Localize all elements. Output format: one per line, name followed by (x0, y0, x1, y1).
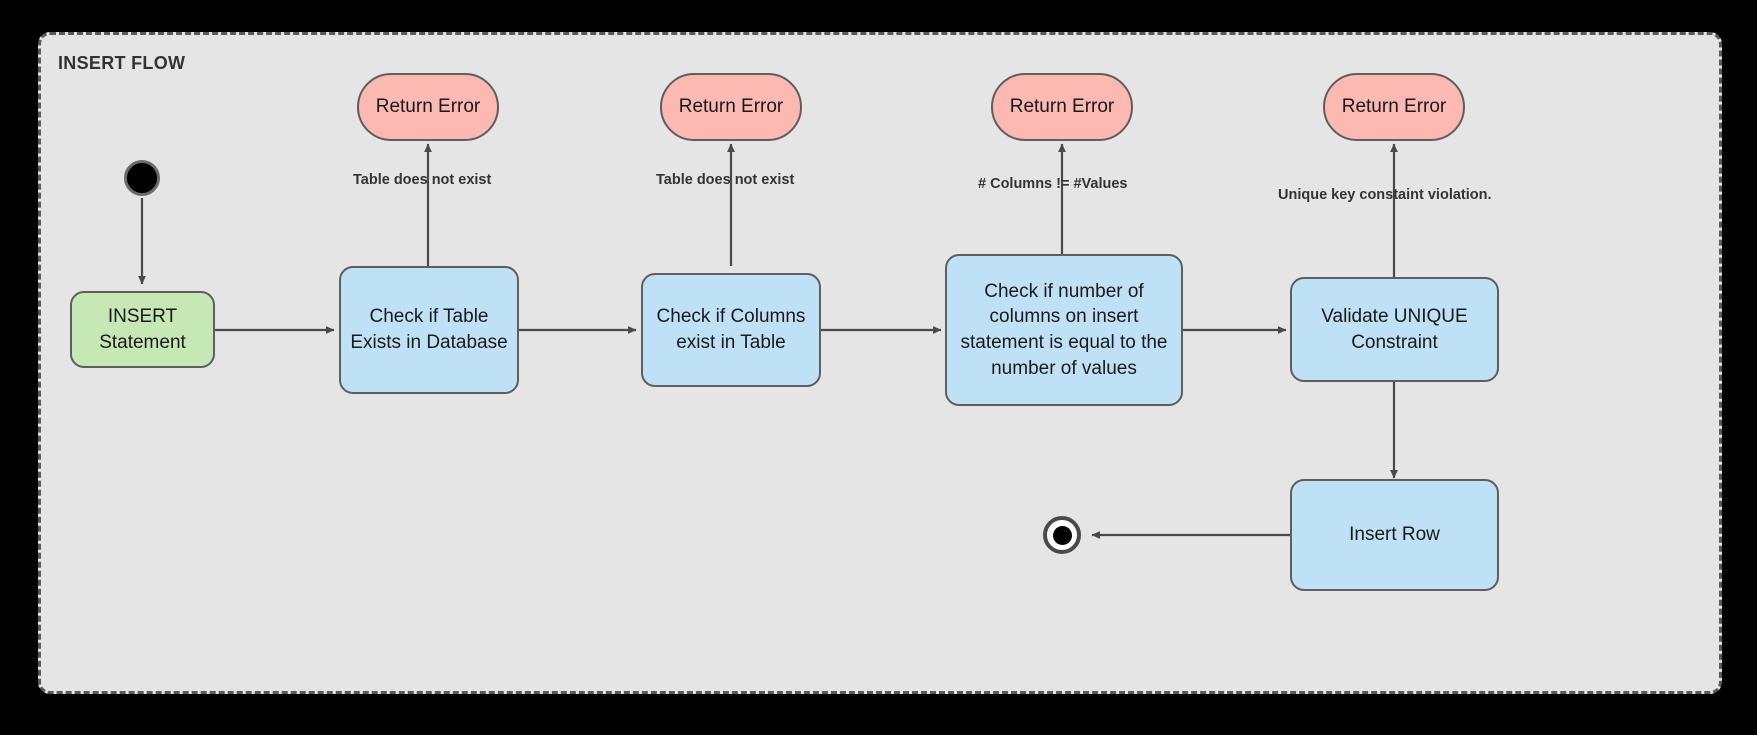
edge-label-table-not-exist-1: Table does not exist (353, 172, 492, 188)
edge-label-unique-violation: Unique key constaint violation. (1278, 187, 1492, 203)
edge-label-table-not-exist-2: Table does not exist (656, 172, 795, 188)
end-node (1043, 516, 1081, 554)
node-return-error-2[interactable]: Return Error (660, 73, 802, 141)
node-check-columns-exist[interactable]: Check if Columns exist in Table (641, 273, 821, 387)
node-return-error-3[interactable]: Return Error (991, 73, 1133, 141)
node-check-table-exists[interactable]: Check if Table Exists in Database (339, 266, 519, 394)
node-validate-unique-constraint[interactable]: Validate UNIQUE Constraint (1290, 277, 1499, 382)
edge-label-column-count-mismatch: # Columns != #Values (978, 176, 1128, 192)
frame-title: INSERT FLOW (58, 53, 186, 73)
node-insert-statement[interactable]: INSERT Statement (70, 291, 215, 368)
node-check-column-count[interactable]: Check if number of columns on insert sta… (945, 254, 1183, 406)
node-return-error-1[interactable]: Return Error (357, 73, 499, 141)
node-return-error-4[interactable]: Return Error (1323, 73, 1465, 141)
node-insert-row[interactable]: Insert Row (1290, 479, 1499, 591)
start-node (124, 160, 160, 196)
